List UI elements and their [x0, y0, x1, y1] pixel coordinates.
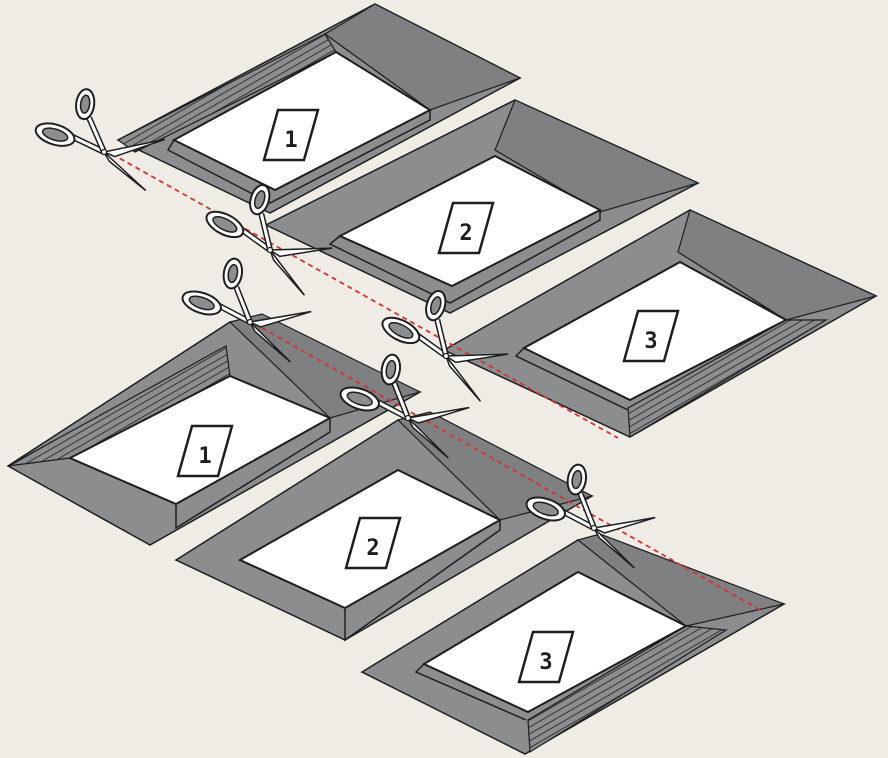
- top-label-1-text: 1: [284, 128, 297, 153]
- bottom-label-2-text: 2: [366, 536, 379, 561]
- bottom-label-1-text: 1: [198, 444, 211, 469]
- bottom-label-3-text: 3: [539, 650, 552, 675]
- top-label-2-text: 2: [459, 221, 472, 246]
- top-label-3-text: 3: [644, 329, 657, 354]
